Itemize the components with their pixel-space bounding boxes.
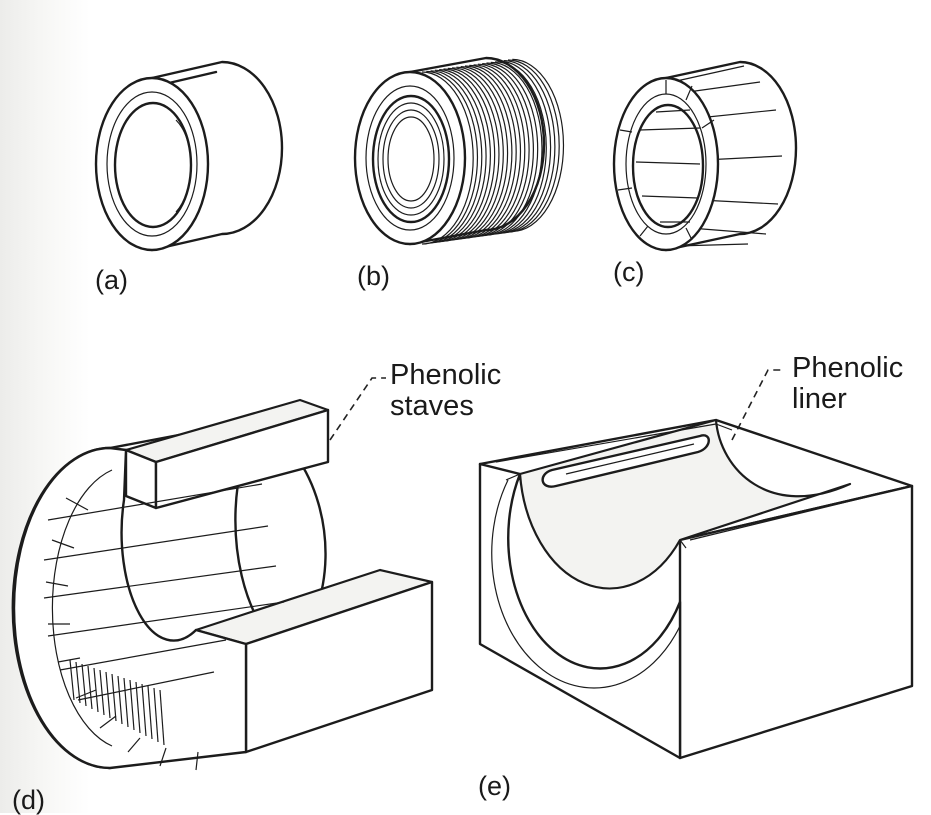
thread-groove	[456, 66, 509, 240]
stave-hatch-line	[129, 679, 135, 731]
thread-groove	[473, 64, 526, 238]
thread-groove	[460, 66, 513, 240]
stave-hatch-line	[123, 677, 129, 728]
thread-groove	[434, 69, 487, 243]
panel-label-e: (e)	[478, 771, 511, 801]
stave-hatch-line	[75, 661, 81, 704]
stave-hatch-line	[135, 681, 141, 734]
thread-groove	[512, 58, 565, 232]
bushing-fluted	[612, 60, 798, 252]
callout-staves-line1: Phenolic	[390, 359, 502, 391]
thread-groove	[482, 63, 534, 237]
stave-hatch-line	[111, 673, 117, 722]
panel-label-d: (d)	[12, 785, 45, 815]
liner-leader-line	[731, 369, 784, 441]
callout-liner-line2: liner	[792, 383, 847, 415]
thread-groove	[447, 67, 500, 241]
stave-hatch-line	[141, 683, 147, 737]
thread-groove	[477, 63, 530, 237]
stave-hatch-line	[159, 689, 165, 746]
thread-groove	[486, 62, 539, 236]
stave-hatch-line	[99, 669, 105, 716]
staves-leader-line	[329, 377, 386, 441]
bushing-grooved	[353, 56, 565, 246]
thread-groove	[430, 70, 483, 244]
thread-groove	[421, 71, 474, 245]
bushing-plain	[94, 60, 284, 252]
stave-hatch-line	[93, 667, 99, 713]
callout-staves-line2: staves	[390, 390, 474, 422]
panel-label-a: (a)	[95, 265, 128, 295]
stave-bearing	[11, 398, 434, 771]
thread-groove	[443, 68, 496, 242]
thread-groove	[439, 69, 491, 243]
stave-hatch-line	[117, 675, 123, 725]
liner-block	[478, 418, 914, 760]
callout-liner-line1: Phenolic	[792, 352, 904, 384]
stave-hatch-line	[105, 671, 111, 719]
stave-hatch-line	[81, 663, 87, 707]
thread-groove	[469, 64, 522, 238]
stave-hatch-line	[69, 659, 75, 701]
stave-hatch-line	[153, 687, 159, 743]
thread-groove	[495, 61, 547, 235]
thread-groove	[452, 67, 504, 241]
thread-groove	[503, 60, 556, 234]
thread-groove	[490, 61, 543, 235]
panel-label-b: (b)	[357, 261, 390, 291]
thread-groove	[499, 60, 552, 234]
stave-hatch-line	[147, 685, 153, 740]
stave-hatch-line	[87, 665, 93, 710]
thread-groove	[464, 65, 517, 239]
thread-groove	[507, 59, 560, 233]
panel-label-c: (c)	[613, 257, 645, 287]
thread-groove	[426, 70, 479, 244]
